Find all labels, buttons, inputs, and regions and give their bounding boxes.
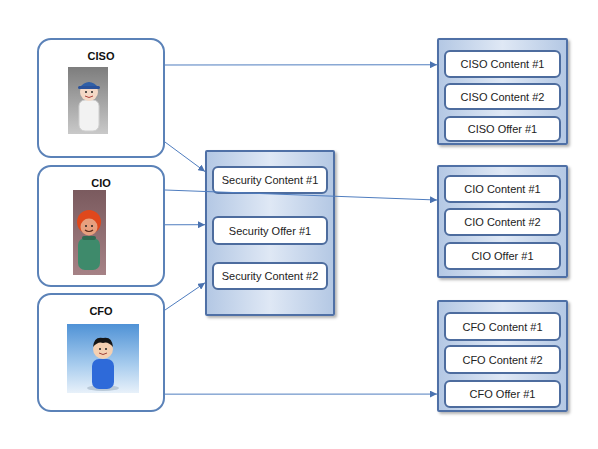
content-box: Security Content #2 (212, 262, 328, 290)
content-label: Security Content #1 (222, 174, 319, 186)
content-box: CFO Content #2 (444, 345, 561, 374)
role-title: CIO (39, 177, 163, 189)
content-label: CISO Content #1 (461, 58, 545, 70)
content-box: Security Offer #1 (212, 216, 328, 245)
content-label: CISO Offer #1 (468, 123, 538, 135)
content-box: CFO Content #1 (444, 312, 561, 341)
content-label: CIO Offer #1 (471, 250, 533, 262)
content-box: CIO Content #2 (444, 208, 561, 236)
content-group: Security Content #1 Security Offer #1 Secu… (205, 150, 335, 316)
content-group: CIO Content #1 CIO Content #2 CIO Offer #1 (437, 165, 568, 278)
content-box: CIO Content #1 (444, 175, 561, 203)
role-title: CFO (39, 305, 163, 317)
connector-arrow (165, 64, 437, 65)
content-label: Security Offer #1 (229, 225, 311, 237)
content-label: CFO Offer #1 (470, 388, 536, 400)
connector-arrow (165, 394, 437, 395)
connector-arrow (165, 283, 205, 310)
content-box: CISO Content #1 (444, 50, 561, 78)
connector-arrow (165, 142, 205, 172)
role-box: CFO (37, 293, 165, 412)
content-label: CIO Content #1 (464, 183, 540, 195)
connector-arrow (165, 224, 205, 225)
content-box: CIO Offer #1 (444, 242, 561, 270)
content-group: CISO Content #1 CISO Content #2 CISO Offer… (437, 38, 568, 145)
role-box: CIO (37, 165, 165, 287)
content-box: CFO Offer #1 (444, 380, 561, 408)
role-box: CISO (37, 38, 165, 158)
content-box: CISO Content #2 (444, 83, 561, 110)
content-box: CISO Offer #1 (444, 116, 561, 142)
role-title: CISO (39, 50, 163, 62)
content-label: CFO Content #1 (462, 321, 542, 333)
content-box: Security Content #1 (212, 166, 328, 194)
content-group: CFO Content #1 CFO Content #2 CFO Offer #1 (437, 300, 568, 412)
content-label: CISO Content #2 (461, 91, 545, 103)
content-label: CFO Content #2 (462, 354, 542, 366)
content-label: CIO Content #2 (464, 216, 540, 228)
content-label: Security Content #2 (222, 270, 319, 282)
